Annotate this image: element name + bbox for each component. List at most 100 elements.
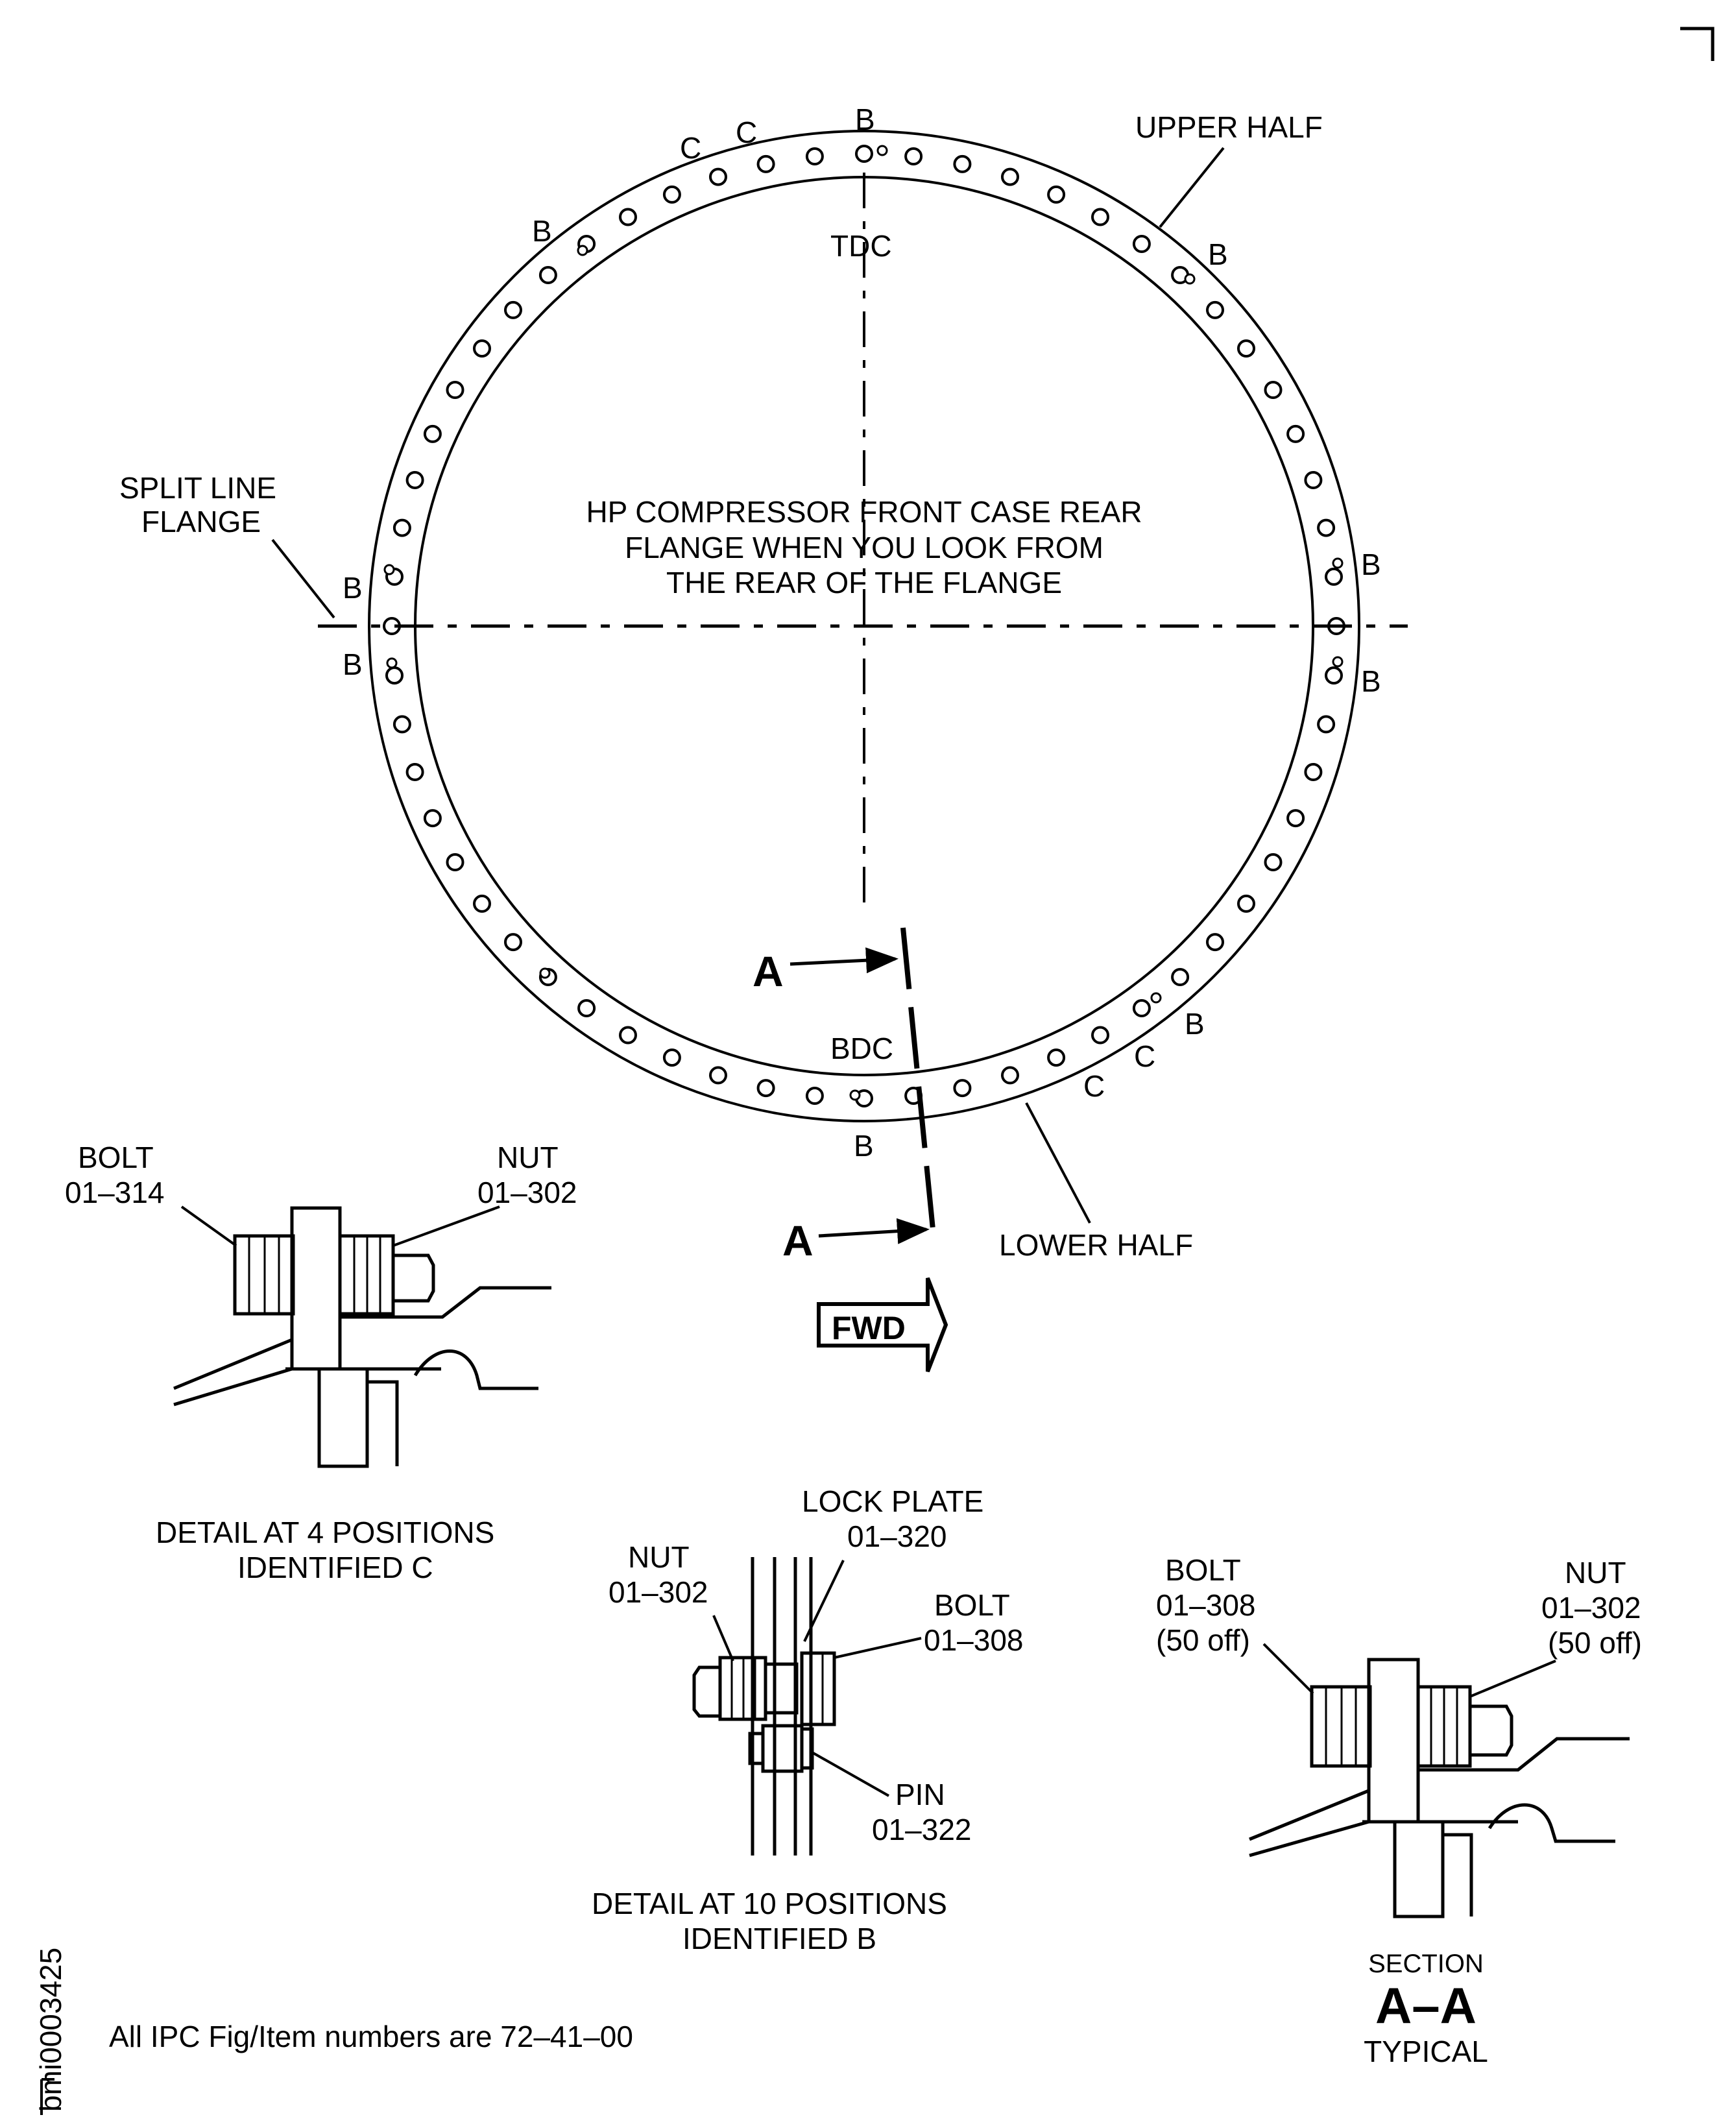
bolt-hole: [385, 666, 404, 685]
mark-c-1: C: [680, 131, 701, 165]
bolt-hole: [709, 1066, 727, 1085]
bolt-hole: [805, 1087, 824, 1105]
detail-b-caption-2: IDENTIFIED B: [682, 1922, 876, 1955]
footer-note: All IPC Fig/Item numbers are 72–41–00: [109, 2020, 633, 2053]
bolt-hole: [1237, 339, 1255, 358]
section-aa-caption-bottom: TYPICAL: [1364, 2035, 1488, 2068]
section-aa-nut-label-3: (50 off): [1548, 1626, 1642, 1660]
bolt-hole: [1304, 471, 1323, 489]
section-aa-caption-top: SECTION: [1368, 1950, 1484, 1978]
mark-b-right-lower: B: [1361, 664, 1381, 698]
fwd-arrow: FWD: [817, 1277, 948, 1373]
bolt-hole: [1317, 518, 1336, 537]
bolt-hole: [577, 999, 596, 1017]
bolt-hole: [1132, 999, 1151, 1017]
detail-b-pin-label-1: PIN: [895, 1778, 945, 1811]
bolt-hole: [1286, 424, 1305, 443]
corner-mark: [1680, 27, 1715, 61]
bolt-hole: [473, 339, 491, 358]
bolt-hole: [392, 518, 411, 537]
section-arrow-lower: [818, 1218, 930, 1244]
bolt-hole: [1317, 715, 1336, 734]
split-line-label-2: FLANGE: [141, 505, 261, 538]
section-marker-lower: A: [782, 1216, 814, 1264]
upper-half-leader: [1159, 147, 1225, 228]
pin-hole: [1184, 273, 1196, 285]
bolt-hole: [423, 424, 442, 443]
bolt-hole: [446, 853, 464, 871]
bolt-hole: [1047, 1048, 1066, 1067]
drawing-id-block: bmi0003425: [34, 1948, 67, 2115]
pin-hole: [539, 967, 551, 979]
bolt-hole: [1001, 167, 1019, 186]
bolt-hole: [1286, 809, 1305, 828]
pin-hole: [849, 1089, 861, 1101]
pin-hole: [1332, 557, 1344, 569]
bolt-hole: [855, 145, 873, 163]
bolt-hole: [662, 1048, 681, 1067]
flange-title-1: HP COMPRESSOR FRONT CASE REAR: [586, 495, 1142, 529]
split-line-leader: [271, 538, 335, 619]
bolt-hole: [805, 147, 824, 165]
bolt-hole: [1264, 381, 1283, 399]
section-aa-nut-label-1: NUT: [1565, 1556, 1626, 1590]
detail-c-nut-label-1: NUT: [497, 1141, 559, 1174]
mark-b-left-upper: B: [343, 571, 363, 605]
bolt-hole: [1237, 894, 1255, 913]
bolt-hole: [1325, 666, 1343, 685]
bolt-hole: [756, 154, 775, 173]
bolt-hole: [1325, 567, 1343, 586]
bolt-hole: [1206, 933, 1224, 952]
mark-b-bottom: B: [854, 1129, 874, 1163]
bolt-hole: [1047, 185, 1066, 204]
section-arrow-upper: [790, 947, 898, 974]
pin-hole: [383, 564, 395, 575]
fwd-label: FWD: [832, 1310, 906, 1346]
bolt-hole: [953, 154, 972, 173]
lower-half-label: LOWER HALF: [999, 1228, 1193, 1262]
pin-hole: [577, 245, 588, 256]
bolt-hole: [405, 471, 424, 489]
tdc-label: TDC: [830, 229, 892, 263]
bolt-holes: [383, 145, 1345, 1107]
detail-b-pin-label-2: 01–322: [872, 1813, 972, 1846]
bolt-hole: [1304, 763, 1323, 781]
detail-b-caption-1: DETAIL AT 10 POSITIONS: [592, 1887, 947, 1920]
mark-c-2: C: [736, 115, 757, 149]
bolt-hole: [423, 809, 442, 828]
section-aa-bolt-label-1: BOLT: [1165, 1553, 1241, 1587]
section-marker-upper: A: [753, 947, 784, 995]
drawing-id: bmi0003425: [34, 1948, 67, 2112]
pin-hole: [386, 657, 398, 669]
bolt-hole: [953, 1079, 972, 1098]
section-aa-bolt-label-3: (50 off): [1156, 1623, 1250, 1657]
bolt-hole: [405, 763, 424, 781]
bolt-hole: [1206, 300, 1224, 319]
mark-b-right-upper: B: [1361, 548, 1381, 581]
bolt-hole: [1091, 1026, 1109, 1045]
mark-b-upper-right: B: [1208, 237, 1228, 271]
bolt-hole: [1264, 853, 1283, 871]
section-aa: BOLT 01–308 (50 off) NUT 01–302 (50 off)…: [1156, 1553, 1642, 2068]
bolt-hole: [446, 381, 464, 399]
detail-b-bolt-label-2: 01–308: [924, 1623, 1024, 1657]
pin-hole: [876, 145, 888, 156]
bolt-hole: [473, 894, 491, 913]
detail-c-bolt-label-2: 01–314: [65, 1176, 165, 1209]
mark-c-4: C: [1083, 1069, 1105, 1103]
lower-half-leader: [1025, 1102, 1091, 1224]
bolt-hole: [904, 147, 923, 165]
bolt-hole: [709, 167, 727, 186]
mark-b-upper-left: B: [532, 214, 552, 248]
bolt-hole: [619, 208, 637, 226]
bolt-hole: [1091, 208, 1109, 226]
mark-b-top: B: [855, 103, 875, 136]
pin-hole: [1150, 992, 1162, 1004]
bolt-hole: [1171, 968, 1190, 986]
bolt-hole: [1001, 1066, 1019, 1085]
upper-half-label: UPPER HALF: [1135, 110, 1323, 144]
detail-b-bolt-label-1: BOLT: [934, 1588, 1010, 1622]
bolt-hole: [504, 300, 522, 319]
split-line-label-1: SPLIT LINE: [119, 471, 276, 505]
